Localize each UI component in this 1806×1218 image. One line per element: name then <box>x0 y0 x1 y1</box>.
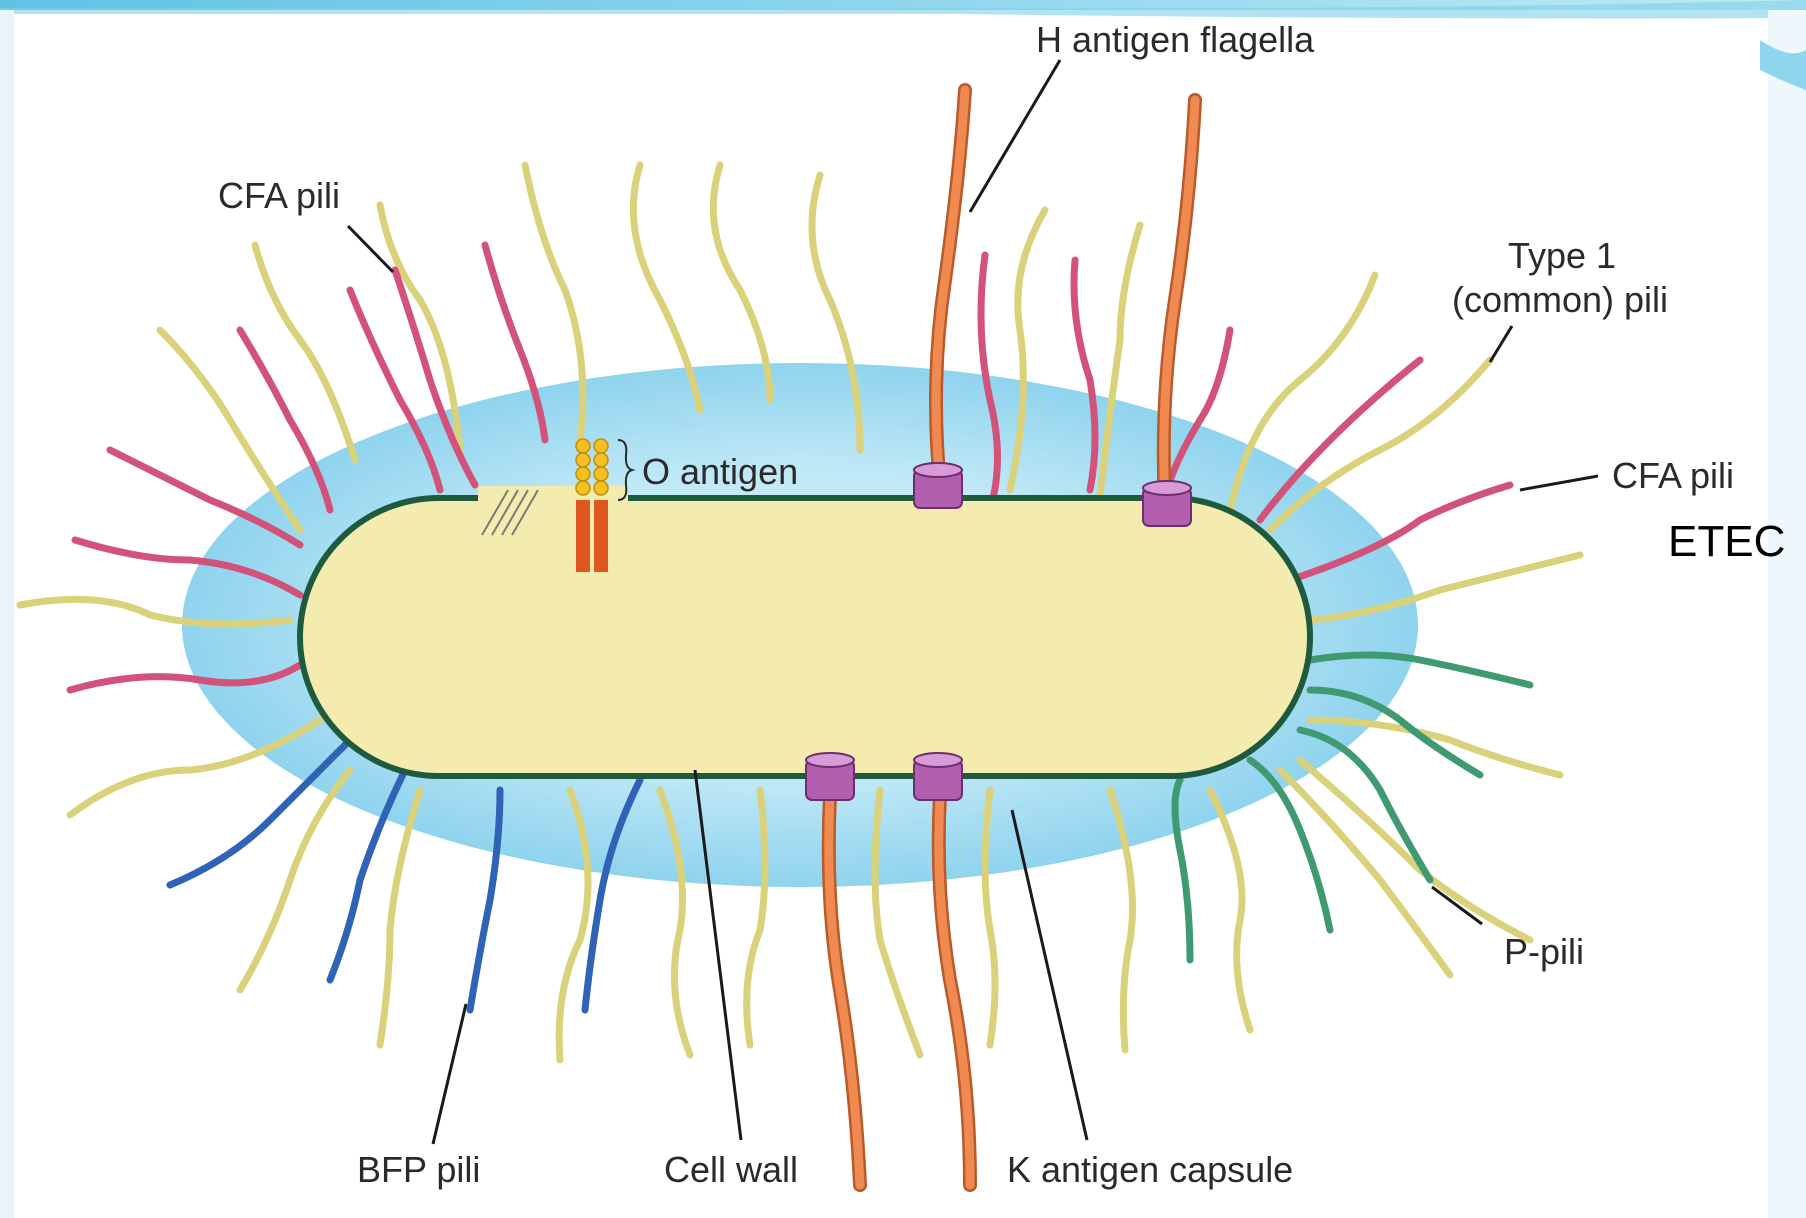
type1-pili-label-line1: Type 1 <box>1508 235 1616 276</box>
etec-label: ETEC <box>1668 517 1785 566</box>
o-antigen-label: O antigen <box>642 451 798 492</box>
k-antigen-capsule-label: K antigen capsule <box>1007 1149 1293 1190</box>
cfa-pili-label-right: CFA pili <box>1612 455 1734 496</box>
cell-wall-label: Cell wall <box>664 1149 798 1190</box>
p-pili-label: P-pili <box>1504 931 1584 972</box>
h-antigen-flagella-label: H antigen flagella <box>1036 19 1315 60</box>
type1-pili-label-line2: (common) pili <box>1452 279 1668 320</box>
cfa-pili-label-top: CFA pili <box>218 175 340 216</box>
cell-body <box>300 498 1310 776</box>
bfp-pili-label: BFP pili <box>357 1149 480 1190</box>
